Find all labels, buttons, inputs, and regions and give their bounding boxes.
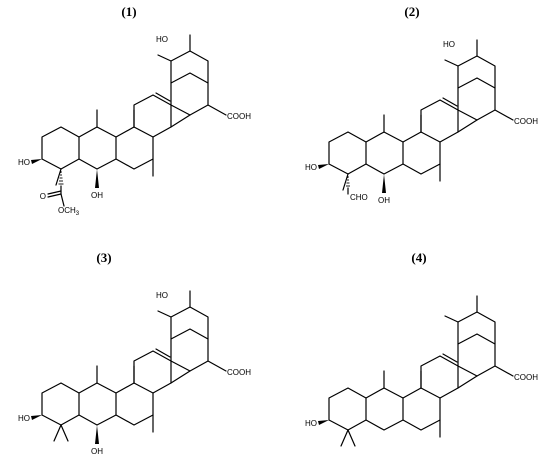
- compound-1: (1): [18, 4, 251, 217]
- compound-1-ester-oxygen-label: O: [40, 192, 46, 201]
- compound-3-number: (3): [96, 250, 111, 265]
- compound-2-tert-hydroxyl-label: HO: [443, 40, 455, 49]
- compound-2-carboxylic-acid-label: COOH: [514, 117, 538, 126]
- compound-2-aldehyde-label: CHO: [350, 193, 368, 202]
- compound-1-carboxylic-acid-label: COOH: [227, 112, 251, 121]
- compound-2-number: (2): [404, 4, 419, 19]
- compound-2-6-hydroxyl-label: OH: [378, 196, 390, 205]
- compound-4-3-hydroxyl-label: HO: [305, 419, 317, 428]
- compound-3-6-hydroxyl-label: OH: [91, 447, 103, 456]
- compound-4-carboxylic-acid-label: COOH: [514, 373, 538, 382]
- compound-4: (4) COOH HO: [305, 250, 538, 447]
- compound-3: (3) HO COOH HO OH: [18, 250, 251, 456]
- compound-4-number: (4): [411, 250, 426, 265]
- compound-2-3-hydroxyl-label: HO: [305, 163, 317, 172]
- compound-2: (2) HO COOH HO OH: [305, 4, 538, 205]
- compound-3-carboxylic-acid-label: COOH: [227, 368, 251, 377]
- compound-2-skeleton: [318, 39, 514, 195]
- compound-1-methoxy-label: OCH3: [58, 206, 80, 217]
- compound-1-tert-hydroxyl-label: HO: [156, 35, 168, 44]
- compound-3-3-hydroxyl-label: HO: [18, 414, 30, 423]
- compound-1-skeleton: [31, 34, 227, 207]
- compound-3-skeleton: [31, 290, 227, 444]
- compound-4-skeleton: [318, 295, 514, 447]
- compound-1-3-hydroxyl-label: HO: [18, 158, 30, 167]
- compound-1-6-hydroxyl-label: OH: [91, 191, 103, 200]
- compound-3-tert-hydroxyl-label: HO: [156, 291, 168, 300]
- compound-1-number: (1): [121, 4, 136, 19]
